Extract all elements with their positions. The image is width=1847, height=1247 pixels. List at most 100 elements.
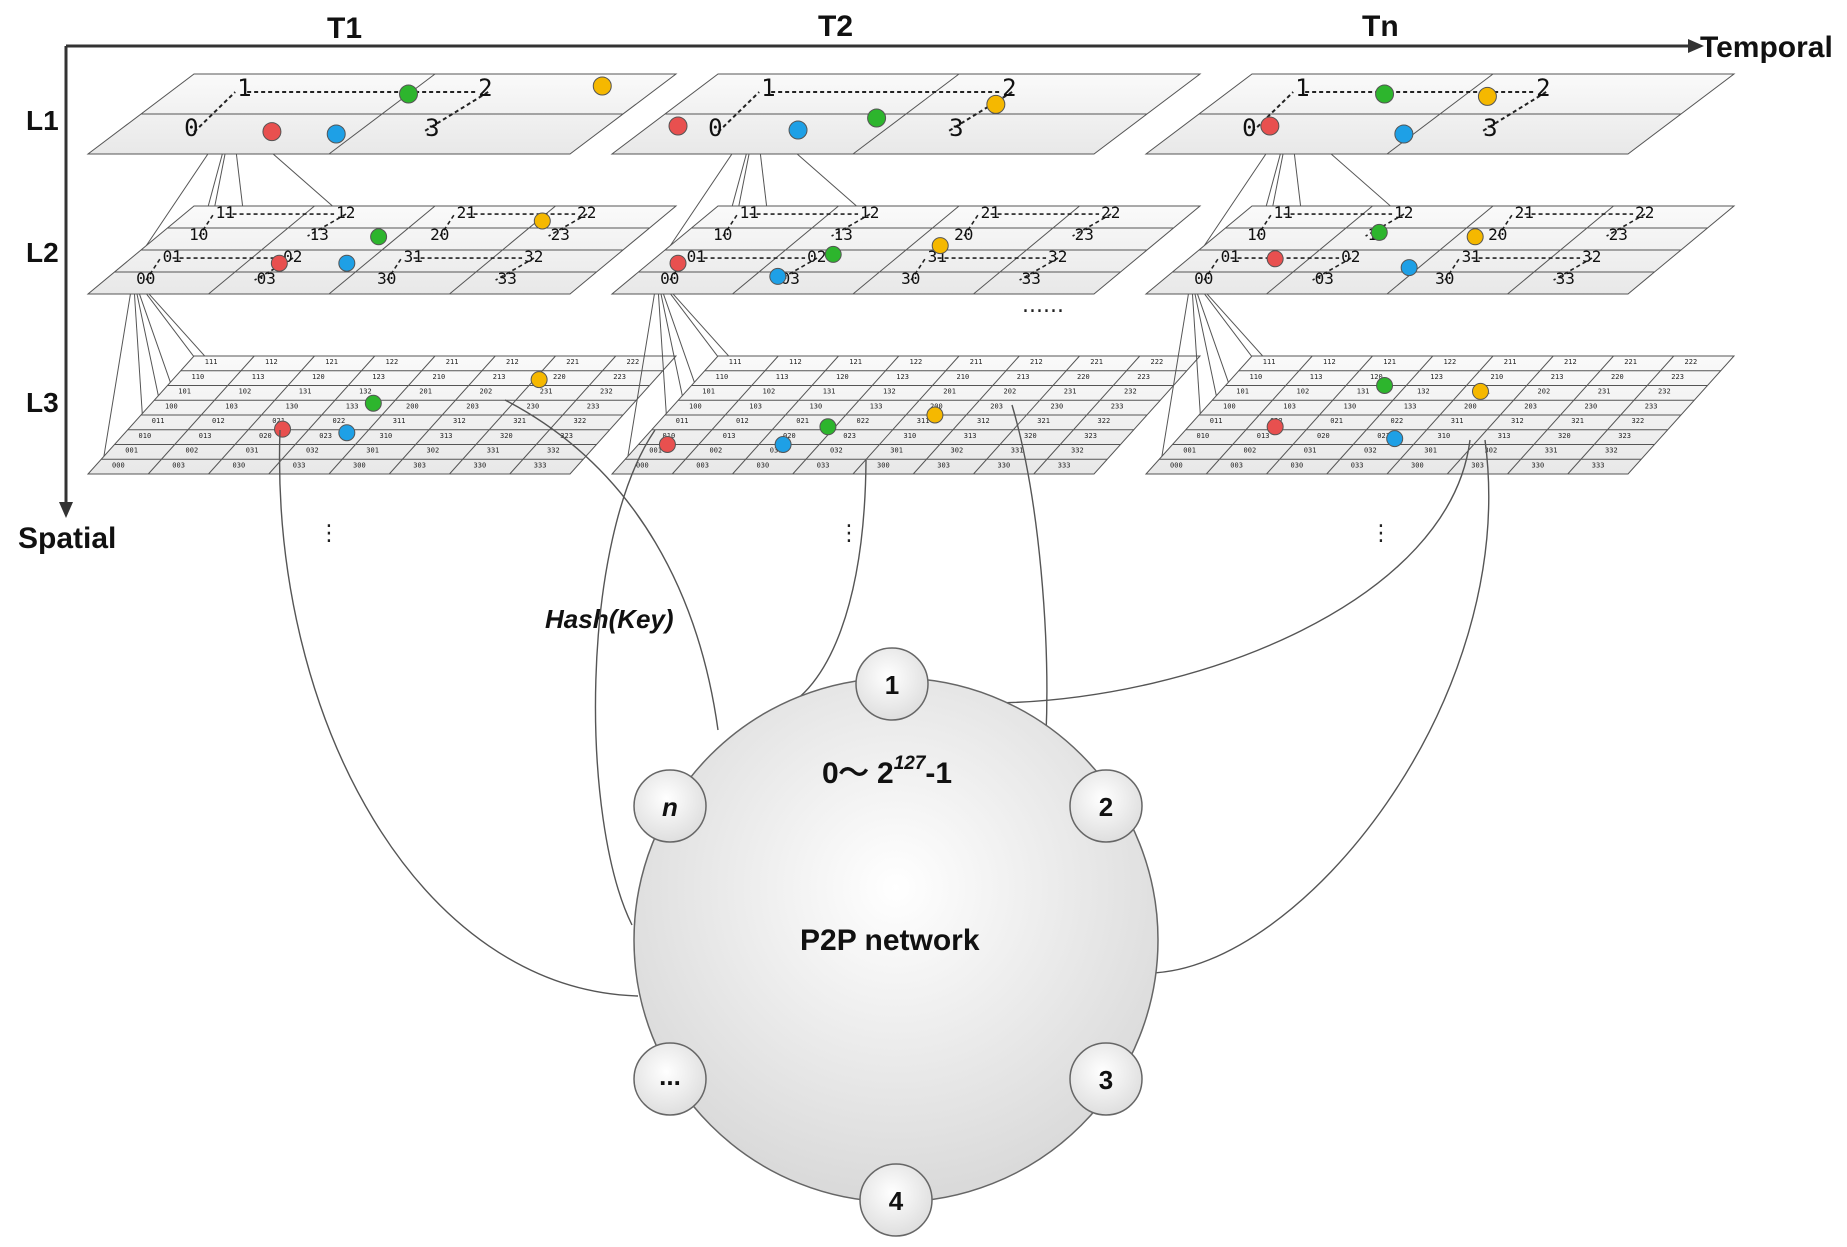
cell-label: 112 — [789, 358, 802, 366]
data-point-red[interactable] — [1260, 116, 1280, 136]
cell-label: 222 — [1151, 358, 1164, 366]
data-point-yellow[interactable] — [1477, 86, 1497, 106]
cell-label: 131 — [823, 388, 836, 396]
cell-label: 221 — [1090, 358, 1103, 366]
cell-label: 231 — [1064, 388, 1077, 396]
data-point-red[interactable] — [1266, 250, 1284, 268]
cell-label: 311 — [393, 417, 406, 425]
data-point-green[interactable] — [1376, 377, 1394, 394]
cell-label: 212 — [1030, 358, 1043, 366]
data-point-yellow[interactable] — [931, 237, 949, 255]
cell-label: 332 — [547, 447, 560, 455]
data-point-green[interactable] — [819, 418, 837, 436]
cell-label: 200 — [406, 402, 419, 410]
data-point-blue[interactable] — [788, 120, 808, 140]
ring-node-n[interactable]: n — [633, 769, 707, 843]
ring-node-ellipsis[interactable]: ... — [633, 1042, 707, 1116]
data-point-green[interactable] — [1370, 223, 1388, 241]
cell-label: 321 — [513, 417, 526, 425]
ring-id-range-tail: -1 — [925, 757, 952, 790]
data-point-blue[interactable] — [338, 254, 356, 272]
cell-label: 210 — [957, 373, 970, 381]
data-point-blue[interactable] — [1400, 259, 1418, 277]
cell-label: 112 — [265, 358, 278, 366]
cell-label: 103 — [1283, 402, 1296, 410]
data-point-red[interactable] — [270, 254, 288, 272]
cell-label: 33 — [498, 269, 517, 288]
cell-label: 133 — [1404, 402, 1417, 410]
cell-label: 12 — [336, 203, 355, 222]
cell-label: 032 — [830, 447, 843, 455]
data-point-blue[interactable] — [326, 124, 346, 144]
cell-label: 132 — [359, 388, 372, 396]
column-label-tn: Tn — [1362, 10, 1399, 43]
data-point-yellow[interactable] — [986, 94, 1006, 114]
grid-line — [1567, 355, 1675, 475]
cell-label: 020 — [1317, 432, 1330, 440]
data-point-yellow[interactable] — [533, 212, 551, 230]
ring-node-2-label: 2 — [1099, 792, 1113, 822]
cell-label: 331 — [1545, 447, 1558, 455]
ring-node-4[interactable]: 4 — [859, 1163, 933, 1237]
cell-label: 010 — [139, 432, 152, 440]
data-point-blue[interactable] — [338, 424, 356, 442]
data-point-red[interactable] — [1266, 418, 1284, 436]
ring-node-2[interactable]: 2 — [1069, 769, 1143, 843]
cell-label: 211 — [1504, 358, 1517, 366]
data-point-green[interactable] — [1375, 84, 1395, 104]
cell-label: 322 — [574, 417, 587, 425]
cell-label: 202 — [1538, 388, 1551, 396]
cell-label: 1 — [761, 74, 775, 102]
cell-label: 121 — [1383, 358, 1396, 366]
cell-label: 031 — [770, 447, 783, 455]
curve-t2-l3-to-ring-left — [594, 429, 656, 926]
cell-label: 231 — [540, 388, 553, 396]
z-order-link — [1256, 213, 1273, 237]
data-point-blue[interactable] — [769, 267, 787, 285]
data-point-red[interactable] — [668, 116, 688, 136]
cell-label: 023 — [319, 432, 332, 440]
cell-label: 000 — [112, 461, 125, 469]
cell-label: 302 — [951, 447, 964, 455]
cell-label: 230 — [527, 402, 540, 410]
data-point-yellow[interactable] — [1471, 382, 1489, 400]
cell-label: 10 — [1247, 225, 1266, 244]
data-point-green[interactable] — [370, 228, 388, 246]
data-point-green[interactable] — [867, 108, 887, 128]
grid-line — [1507, 205, 1614, 295]
data-point-blue[interactable] — [1394, 124, 1414, 144]
cell-label: 122 — [910, 358, 923, 366]
data-point-green[interactable] — [824, 245, 842, 263]
ring-node-1[interactable]: 1 — [855, 647, 929, 721]
data-point-green[interactable] — [399, 84, 418, 104]
data-point-yellow[interactable] — [1466, 228, 1484, 246]
cell-label: 230 — [1585, 402, 1598, 410]
cell-label: 030 — [1291, 461, 1304, 469]
data-point-red[interactable] — [669, 254, 687, 272]
cell-label: 310 — [1438, 432, 1451, 440]
cell-label: 332 — [1071, 447, 1084, 455]
data-point-blue[interactable] — [1386, 430, 1404, 448]
z-order-link — [422, 91, 489, 133]
cell-label: 10 — [189, 225, 208, 244]
ring-node-3[interactable]: 3 — [1069, 1042, 1143, 1116]
cell-label: 211 — [970, 358, 983, 366]
cell-label: 033 — [1351, 461, 1364, 469]
cell-label: 202 — [480, 388, 493, 396]
data-point-yellow[interactable] — [592, 76, 612, 96]
data-point-red[interactable] — [262, 122, 282, 142]
cell-label: 132 — [1417, 388, 1430, 396]
cell-label: 320 — [500, 432, 513, 440]
cell-label: 010 — [1197, 432, 1210, 440]
data-point-red[interactable] — [274, 420, 292, 438]
cell-label: 02 — [283, 247, 302, 266]
cell-label: 232 — [600, 388, 613, 396]
cell-label: 202 — [1004, 388, 1017, 396]
data-point-yellow[interactable] — [926, 406, 944, 424]
data-point-red[interactable] — [658, 436, 676, 453]
cell-label: 001 — [125, 447, 138, 455]
data-point-yellow[interactable] — [530, 371, 548, 389]
data-point-blue[interactable] — [774, 436, 792, 453]
data-point-green[interactable] — [364, 394, 382, 412]
